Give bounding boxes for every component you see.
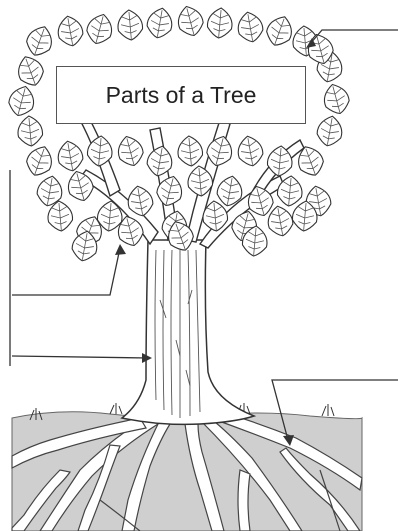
leaf <box>84 11 115 46</box>
leaf <box>315 114 344 148</box>
leaf <box>14 53 47 90</box>
branch-arrowhead <box>115 244 126 255</box>
leaf <box>206 7 233 39</box>
leaf <box>17 115 44 147</box>
leaf <box>56 14 85 48</box>
leaf <box>23 23 56 60</box>
trunk <box>122 240 254 424</box>
leaf <box>177 135 204 167</box>
leaf <box>23 143 56 180</box>
leaves <box>6 3 352 263</box>
leaf <box>145 144 174 178</box>
branch-pointer-line <box>12 248 120 295</box>
leaf <box>175 3 206 38</box>
leaf <box>56 139 85 173</box>
title-box: Parts of a Tree <box>56 66 306 124</box>
leaf <box>236 10 265 44</box>
leaf <box>236 134 265 168</box>
leaf <box>321 81 352 116</box>
trunk-pointer-line <box>12 356 148 358</box>
leaf <box>263 13 296 50</box>
leaf <box>115 133 146 168</box>
leaf <box>145 6 174 40</box>
page-title: Parts of a Tree <box>106 82 257 109</box>
leaf <box>6 83 37 118</box>
leaf <box>117 9 144 41</box>
